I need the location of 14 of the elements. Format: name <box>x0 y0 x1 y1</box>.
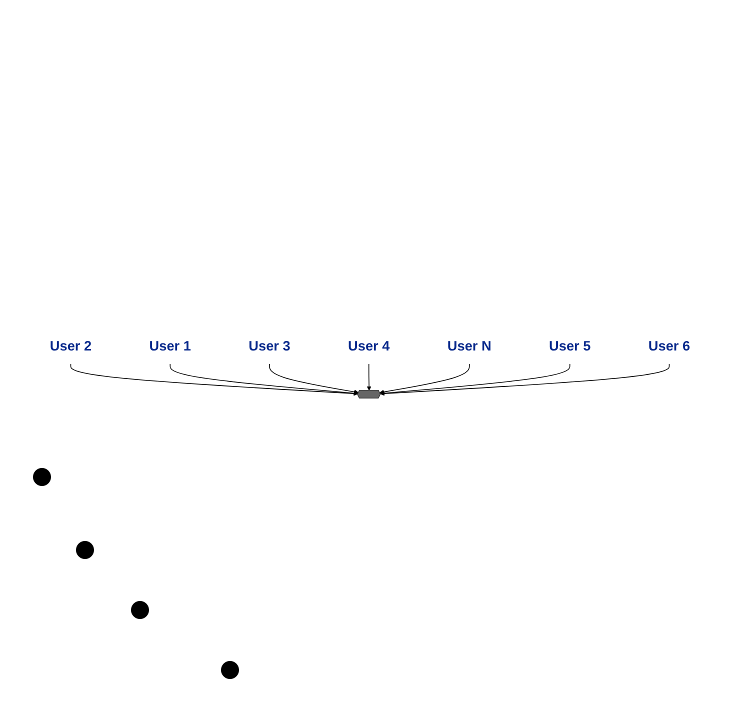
node-text: User 1 <box>148 337 190 354</box>
arrow <box>380 363 670 396</box>
arrow <box>70 363 358 396</box>
node-text: User 6 <box>648 337 690 354</box>
arrow <box>268 363 358 394</box>
node-text: User 5 <box>548 337 590 354</box>
node-text: User 3 <box>248 337 290 354</box>
arrow <box>366 363 371 390</box>
node-text: User 2 <box>49 337 92 354</box>
node-text: User 4 <box>348 337 390 354</box>
arrow <box>379 363 470 394</box>
arrow <box>379 363 570 395</box>
arrow <box>169 363 358 395</box>
node-text: User N <box>446 337 491 354</box>
